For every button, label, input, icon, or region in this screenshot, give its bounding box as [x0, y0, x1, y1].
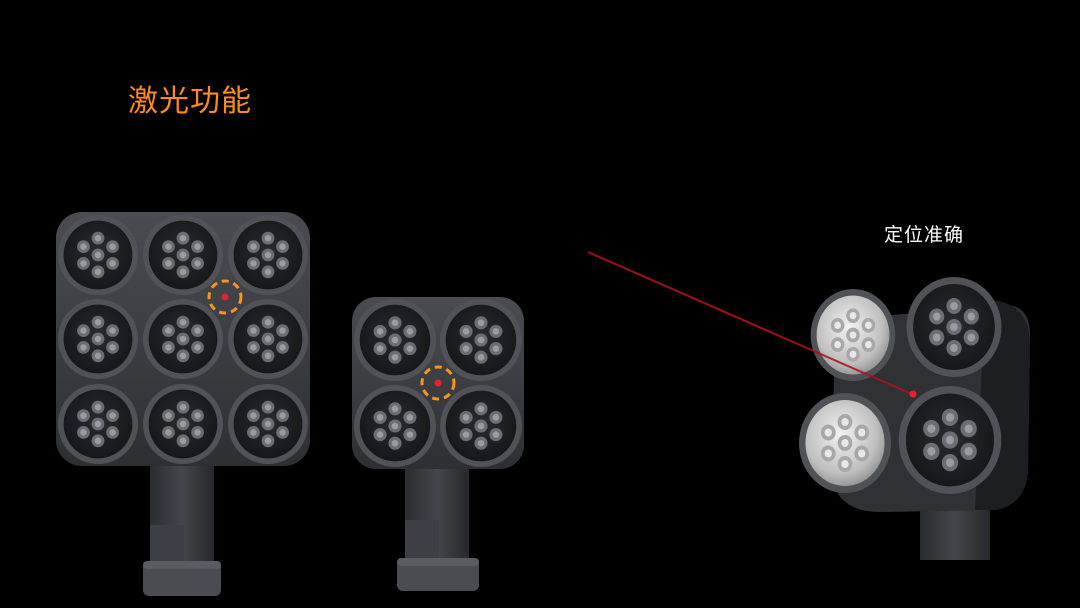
lens [440, 385, 522, 467]
caption-precise-positioning: 定位准确 [884, 224, 965, 246]
lens [354, 299, 436, 381]
lamp-base [143, 561, 221, 596]
lens [228, 299, 308, 379]
laser-dot [221, 293, 229, 301]
lens [143, 384, 223, 464]
lens-array-angled [799, 277, 1002, 494]
lens [440, 299, 522, 381]
lens-array-3x3 [58, 215, 308, 464]
laser-dot [909, 390, 917, 398]
lens [906, 277, 1002, 377]
lens [143, 215, 223, 295]
laser-target-marker [207, 279, 243, 315]
target-ring [420, 365, 456, 401]
lens [898, 386, 1002, 494]
lens [354, 385, 436, 467]
lens [810, 289, 896, 381]
lamp-2x2-angled [799, 277, 1030, 560]
lens [143, 299, 223, 379]
slide-title: 激光功能 [128, 84, 252, 119]
lamp-bracket [150, 525, 184, 565]
lens [228, 384, 308, 464]
lens [799, 393, 891, 493]
lamp-base [397, 558, 479, 591]
target-ring [207, 279, 243, 315]
lens-array-2x2 [354, 299, 522, 467]
lamp-3x3 [56, 212, 310, 596]
lamp-bracket [405, 520, 439, 565]
lens [228, 215, 308, 295]
lens [58, 299, 138, 379]
laser-target-marker [420, 365, 456, 401]
lens [58, 215, 138, 295]
laser-dot [434, 379, 442, 387]
lens [58, 384, 138, 464]
lamp-2x2 [352, 297, 524, 591]
laser-beam [587, 251, 915, 396]
